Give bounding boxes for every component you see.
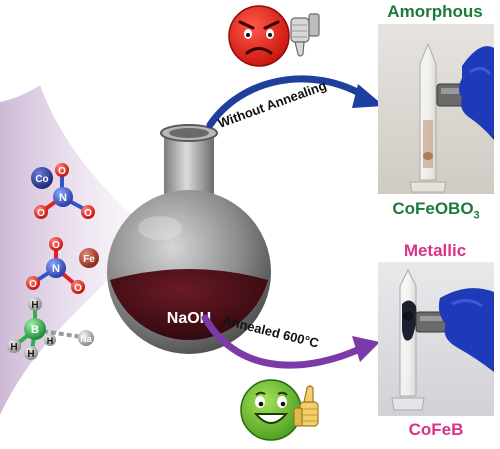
boron-atom — [24, 318, 46, 340]
hydrogen-atom — [7, 339, 21, 353]
oxygen-label: O — [84, 208, 92, 219]
oxygen-atom — [81, 205, 95, 219]
oxygen-atom — [55, 163, 69, 177]
oxygen-atom — [26, 276, 40, 290]
cobalt-label: Co — [35, 174, 48, 185]
sodium-borohydride-molecule: H H H H B Na — [7, 297, 94, 360]
oxygen-label: O — [74, 283, 82, 294]
hydrogen-label: H — [31, 300, 38, 311]
hydrogen-atom — [24, 346, 38, 360]
oxygen-label: O — [29, 279, 37, 290]
metallic-product-formula: CoFeB — [408, 420, 464, 439]
metallic-title: Metallic — [403, 241, 467, 260]
formula-subscript: 3 — [473, 209, 480, 222]
sodium-label: Na — [80, 334, 92, 344]
oxygen-atom — [71, 280, 85, 294]
cobalt-nitrate-molecule: O O O N Co — [31, 163, 95, 219]
nitrogen-label: N — [59, 192, 67, 204]
cobalt-atom — [31, 167, 53, 189]
iron-label: Fe — [83, 254, 95, 265]
frowning-face-icon — [228, 5, 290, 67]
oxygen-label: O — [52, 240, 60, 251]
amorphous-title: Amorphous — [387, 2, 483, 21]
route-arrow-without-annealing — [206, 75, 372, 129]
flask-label: NaOH — [167, 310, 211, 327]
oxygen-label: O — [37, 208, 45, 219]
nitrogen-atom — [53, 187, 73, 207]
amorphous-sample-photo — [378, 24, 494, 194]
route-arrow-annealed — [201, 314, 366, 369]
thumbs-up-icon — [293, 385, 319, 427]
boron-label: B — [31, 324, 39, 336]
iron-nitrate-molecule: O O O N Fe — [26, 237, 99, 294]
iron-atom — [79, 248, 99, 268]
oxygen-label: O — [58, 166, 66, 177]
hydrogen-label: H — [10, 342, 17, 353]
hydrogen-atom — [28, 297, 42, 311]
round-bottom-flask: NaOH — [107, 124, 271, 354]
metallic-sample-photo — [378, 262, 494, 416]
hydrogen-label: H — [47, 336, 54, 346]
formula-main: CoFeOBO — [392, 199, 474, 218]
hydrogen-atom — [44, 334, 56, 346]
oxygen-atom — [49, 237, 63, 251]
flask-solution — [110, 269, 268, 341]
nitrogen-label: N — [52, 263, 60, 275]
route-arrow-head-bottom — [352, 336, 380, 362]
amorphous-product-formula: CoFeOBO3 — [378, 199, 494, 221]
thumbs-down-icon — [290, 13, 320, 57]
oxygen-atom — [34, 205, 48, 219]
route-arrow-head-top — [352, 84, 384, 108]
nitrogen-atom — [46, 258, 66, 278]
smiling-face-icon — [240, 379, 302, 441]
hydrogen-label: H — [27, 349, 34, 360]
sodium-atom — [78, 330, 94, 346]
